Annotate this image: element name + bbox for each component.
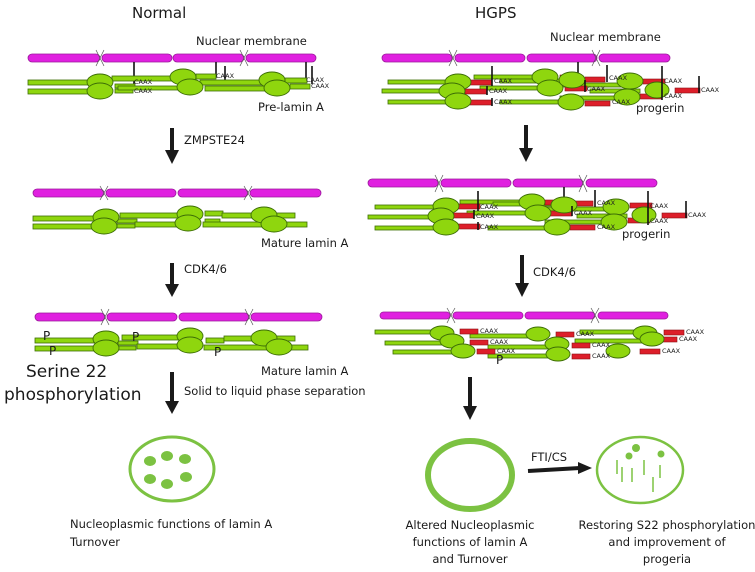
caax-label: CAAX	[574, 209, 593, 217]
cdk46-arrow-normal: CDK4/6	[165, 262, 227, 297]
fti-cs-label: FTI/CS	[531, 450, 567, 464]
nuclear-membrane	[27, 49, 317, 67]
caax-label: CAAX	[612, 98, 631, 106]
zmpste24-label: ZMPSTE24	[184, 133, 245, 147]
progerin-filaments: CAAX CAAX CAAX CAAX CAAX CAAX CAAX CAAX …	[381, 62, 720, 111]
progerin-filaments-3: CAAX CAAX CAAX CAAX CAAX CAAX CAAX CAAX …	[374, 325, 705, 367]
fti-cs-arrow: FTI/CS	[527, 450, 592, 474]
phospho-mark: P	[43, 329, 50, 343]
caax-label: CAAX	[306, 76, 325, 84]
hgps-empty-nucleus	[425, 438, 515, 512]
nuclear-membrane	[367, 174, 658, 193]
zmpste24-arrow: ZMPSTE24	[165, 128, 245, 164]
caax-label: CAAX	[664, 92, 683, 100]
treatment-outcome-line1: Restoring S22 phosphorylation	[579, 518, 755, 532]
hgps-arrow-1	[519, 125, 533, 162]
nuclear-membrane	[32, 185, 322, 201]
caax-label: CAAX	[688, 211, 707, 219]
caax-label: CAAX	[662, 347, 681, 355]
normal-stage3-phosphorylated-lamin-a: P P P P Serine 22 phosphorylation Mature…	[4, 308, 349, 405]
phospho-mark: P	[132, 330, 139, 344]
normal-stage2-mature-lamin-a: Mature lamin A	[32, 185, 349, 250]
cdk46-arrow-hgps: CDK4/6	[515, 255, 576, 297]
caax-label: CAAX	[679, 335, 698, 343]
pre-lamin-a-filaments: CAAX CAAX CAAX CAAX CAAX	[27, 62, 330, 100]
normal-column-title: Normal	[132, 4, 186, 22]
phase-separation-label: Solid to liquid phase separation	[184, 384, 366, 398]
phosphorylated-lamin-filaments: P P P P	[34, 327, 309, 359]
mature-lamin-a-label: Mature lamin A	[261, 236, 349, 250]
caax-label: CAAX	[701, 86, 720, 94]
hgps-outcome-line2: functions of lamin A	[413, 535, 528, 549]
restored-nucleus	[595, 435, 685, 505]
caax-label: CAAX	[134, 87, 153, 95]
normal-outcome-line1: Nucleoplasmic functions of lamin A	[70, 517, 272, 531]
phospho-mark: P	[49, 344, 56, 358]
hgps-arrow-3	[463, 377, 477, 420]
caax-label: CAAX	[592, 341, 611, 349]
caax-label: CAAX	[494, 77, 513, 85]
progerin-label-2: progerin	[622, 227, 670, 241]
caax-label: CAAX	[480, 327, 499, 335]
caax-label: CAAX	[311, 82, 330, 90]
caax-label: CAAX	[650, 217, 669, 225]
cdk46-label-hgps: CDK4/6	[533, 265, 576, 279]
hgps-outcome-line1: Altered Nucleoplasmic	[406, 518, 535, 532]
normal-outcome-line2: Turnover	[69, 535, 120, 549]
caax-label: CAAX	[134, 78, 153, 86]
nuclear-membrane	[379, 307, 669, 324]
phospho-mark: P	[496, 353, 503, 367]
serine22-label-line1: Serine 22	[26, 362, 107, 382]
caax-label: CAAX	[489, 87, 508, 95]
caax-label: CAAX	[494, 98, 513, 106]
treatment-outcome-line2: and improvement of	[608, 535, 726, 549]
caax-label: CAAX	[216, 72, 235, 80]
nuclear-membrane-label-hgps: Nuclear membrane	[550, 30, 661, 44]
caax-label: CAAX	[664, 77, 683, 85]
phospho-mark: P	[214, 345, 221, 359]
nuclear-membrane	[34, 308, 323, 326]
nuclear-membrane-label: Nuclear membrane	[196, 34, 307, 48]
mature-lamin-a-filaments	[32, 205, 308, 235]
progerin-filaments-2: CAAX CAAX CAAX CAAX CAAX CAAX CAAX CAAX …	[367, 187, 707, 236]
caax-label: CAAX	[576, 330, 595, 338]
normal-nucleus-with-foci	[128, 435, 216, 503]
caax-label: CAAX	[609, 74, 628, 82]
cdk46-label-normal: CDK4/6	[184, 262, 227, 276]
treatment-outcome-line3: progeria	[643, 552, 691, 566]
hgps-stage1-progerin: Nuclear membrane	[381, 30, 720, 115]
hgps-stage2-progerin: CAAX CAAX CAAX CAAX CAAX CAAX CAAX CAAX …	[367, 174, 707, 241]
caax-label: CAAX	[587, 85, 606, 93]
caax-label: CAAX	[497, 347, 516, 355]
normal-stage1-pre-lamin-a: Nuclear membrane	[27, 34, 330, 114]
pre-lamin-a-label: Pre-lamin A	[258, 100, 324, 114]
caax-label: CAAX	[597, 199, 616, 207]
mature-lamin-a-label-2: Mature lamin A	[261, 364, 349, 378]
caax-label: CAAX	[592, 352, 611, 360]
hgps-column-title: HGPS	[475, 4, 516, 22]
caax-label: CAAX	[480, 223, 499, 231]
nuclear-membrane	[381, 49, 671, 67]
caax-label: CAAX	[476, 212, 495, 220]
caax-label: CAAX	[650, 202, 669, 210]
serine22-label-line2: phosphorylation	[4, 385, 142, 405]
progerin-label: progerin	[636, 101, 684, 115]
caax-label: CAAX	[480, 203, 499, 211]
hgps-stage3-progerin: CAAX CAAX CAAX CAAX CAAX CAAX CAAX CAAX …	[374, 307, 705, 367]
caax-label: CAAX	[686, 328, 705, 336]
caax-label: CAAX	[490, 338, 509, 346]
caax-label: CAAX	[597, 223, 616, 231]
hgps-outcome-line3: and Turnover	[432, 552, 508, 566]
phase-separation-arrow: Solid to liquid phase separation	[165, 372, 366, 414]
